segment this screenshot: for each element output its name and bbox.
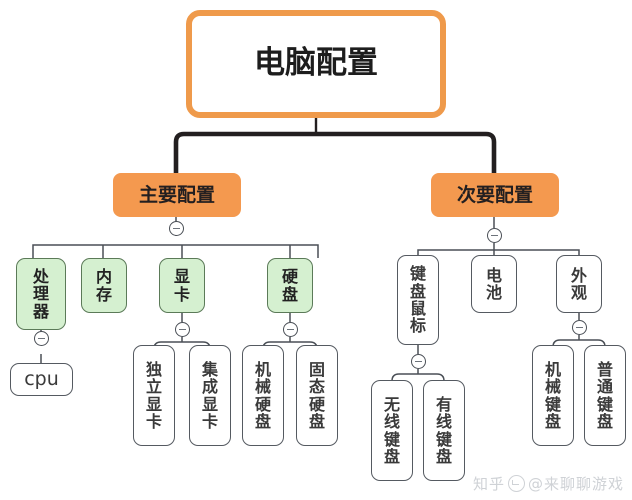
- node-hdd[interactable]: 机 械 硬 盘: [242, 345, 284, 446]
- node-hard-disk[interactable]: 硬 盘: [267, 258, 313, 313]
- node-discrete-gpu-label: 独 立 显 卡: [145, 359, 162, 431]
- node-keyboard-mouse-label: 键 盘 鼠 标: [409, 264, 426, 336]
- node-mechanical-keyboard-label: 机 械 键 盘: [544, 359, 561, 431]
- toggle-appearance[interactable]: [572, 320, 587, 335]
- node-main-config-label: 主要配置: [138, 183, 215, 206]
- watermark: 知乎 @来聊聊游戏: [473, 473, 624, 494]
- node-memory-label: 内 存: [95, 267, 112, 304]
- node-root[interactable]: 电脑配置: [186, 10, 446, 118]
- node-wireless-keyboard[interactable]: 无 线 键 盘: [371, 380, 413, 481]
- node-main-config[interactable]: 主要配置: [113, 173, 241, 217]
- node-secondary-config-label: 次要配置: [456, 183, 533, 206]
- node-integrated-gpu-label: 集 成 显 卡: [201, 359, 218, 431]
- watermark-handle: @来聊聊游戏: [527, 475, 624, 493]
- node-appearance[interactable]: 外 观: [556, 255, 602, 313]
- node-normal-keyboard[interactable]: 普 通 键 盘: [584, 345, 626, 446]
- node-wireless-keyboard-label: 无 线 键 盘: [383, 394, 400, 466]
- node-memory[interactable]: 内 存: [81, 258, 127, 313]
- node-processor-label: 处 理 器: [32, 267, 49, 321]
- toggle-keyboard-mouse[interactable]: [411, 354, 426, 369]
- node-graphics-card[interactable]: 显 卡: [159, 258, 205, 313]
- node-battery-label: 电 池: [485, 265, 502, 302]
- node-secondary-config[interactable]: 次要配置: [431, 173, 559, 217]
- node-ssd[interactable]: 固 态 硬 盘: [296, 345, 338, 446]
- toggle-main-config[interactable]: [169, 221, 184, 236]
- node-appearance-label: 外 观: [570, 265, 587, 302]
- watermark-site: 知乎: [472, 475, 505, 493]
- node-root-label: 电脑配置: [254, 45, 378, 82]
- toggle-hard-disk[interactable]: [283, 322, 298, 337]
- node-keyboard-mouse[interactable]: 键 盘 鼠 标: [397, 255, 439, 345]
- toggle-graphics-card[interactable]: [175, 322, 190, 337]
- node-graphics-card-label: 显 卡: [173, 267, 190, 304]
- zhihu-logo-icon: [507, 475, 525, 492]
- node-mechanical-keyboard[interactable]: 机 械 键 盘: [532, 345, 574, 446]
- node-cpu-label: cpu: [24, 368, 59, 391]
- toggle-processor[interactable]: [34, 331, 49, 346]
- node-cpu[interactable]: cpu: [10, 363, 73, 396]
- node-normal-keyboard-label: 普 通 键 盘: [596, 359, 613, 431]
- toggle-secondary-config[interactable]: [487, 228, 502, 243]
- node-integrated-gpu[interactable]: 集 成 显 卡: [189, 345, 231, 446]
- node-hdd-label: 机 械 硬 盘: [254, 359, 271, 431]
- node-ssd-label: 固 态 硬 盘: [308, 359, 325, 431]
- node-battery[interactable]: 电 池: [471, 255, 517, 313]
- node-wired-keyboard-label: 有 线 键 盘: [435, 394, 452, 466]
- node-hard-disk-label: 硬 盘: [281, 267, 298, 304]
- node-discrete-gpu[interactable]: 独 立 显 卡: [133, 345, 175, 446]
- node-processor[interactable]: 处 理 器: [16, 258, 66, 330]
- node-wired-keyboard[interactable]: 有 线 键 盘: [423, 380, 465, 481]
